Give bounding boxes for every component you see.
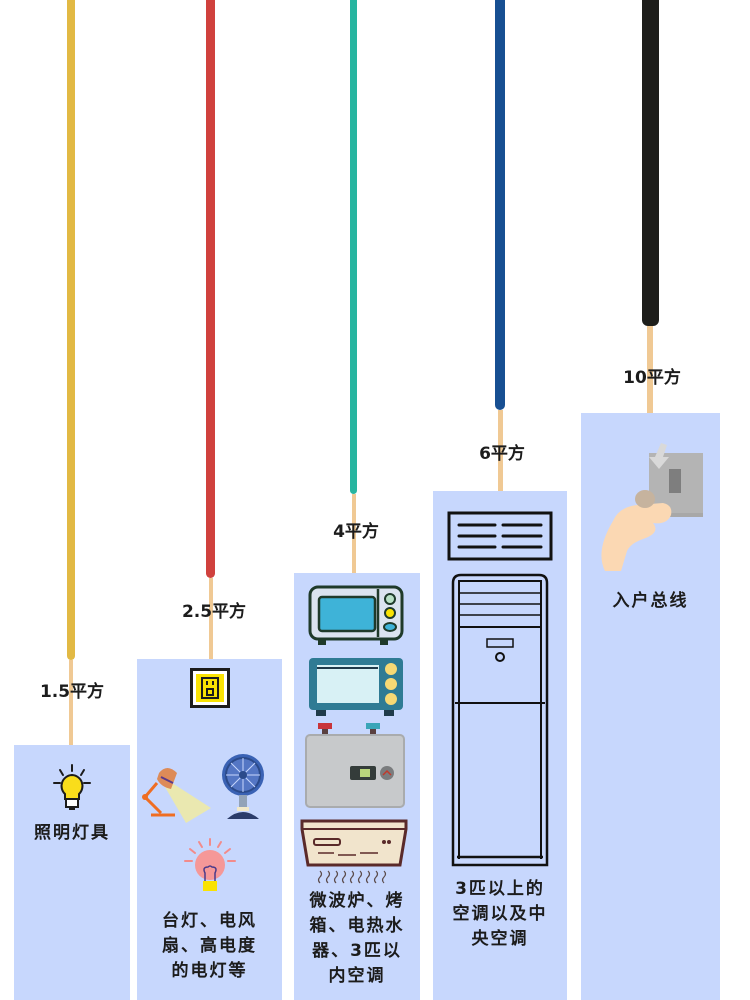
- usage-label: 微波炉、烤 箱、电热水 器、3匹以 内空调: [309, 891, 405, 986]
- gauge-label: 10平方: [623, 368, 681, 388]
- wall-ac-icon: [300, 819, 408, 884]
- usage-label: 入户总线: [612, 591, 689, 611]
- usage-label: 台灯、电风 扇、高电度 的电灯等: [162, 911, 257, 981]
- floor-ac-icon: [451, 573, 549, 867]
- hand-switch-icon: [601, 443, 703, 571]
- gauge-label: 2.5平方: [181, 602, 247, 622]
- usage-panel: 照明灯具: [14, 745, 130, 1000]
- copper-core: [498, 410, 503, 492]
- copper-core: [209, 578, 213, 660]
- usage-panel: 3匹以上的 空调以及中 央空调: [433, 491, 567, 1000]
- usage-label: 3匹以上的 空调以及中 央空调: [452, 879, 548, 949]
- copper-core: [647, 326, 653, 414]
- gauge-label: 4平方: [333, 522, 379, 542]
- microwave-icon: [308, 585, 404, 645]
- wire-black: [642, 0, 659, 326]
- wire-blue: [495, 0, 505, 410]
- electric-fan-icon: [222, 754, 264, 819]
- usage-panel: 微波炉、烤 箱、电热水 器、3匹以 内空调: [294, 573, 420, 1000]
- gauge-label: 6平方: [479, 444, 525, 464]
- usage-panel: 入户总线: [581, 413, 720, 1000]
- light-bulb-icon: [53, 764, 91, 810]
- oven-icon: [309, 658, 403, 716]
- wall-socket-icon: [190, 668, 230, 708]
- water-heater-icon: [305, 723, 405, 808]
- bright-bulb-icon: [184, 838, 236, 891]
- gauge-label: 1.5平方: [39, 682, 105, 702]
- usage-panel: 台灯、电风 扇、高电度 的电灯等: [137, 659, 282, 1000]
- desk-lamp-icon: [142, 768, 211, 823]
- ceiling-vent-icon: [447, 511, 553, 561]
- copper-core: [69, 660, 73, 746]
- wire-teal: [350, 0, 357, 494]
- copper-core: [352, 494, 356, 574]
- wire-red: [206, 0, 215, 578]
- usage-label: 照明灯具: [34, 823, 110, 843]
- wire-yellow: [67, 0, 75, 660]
